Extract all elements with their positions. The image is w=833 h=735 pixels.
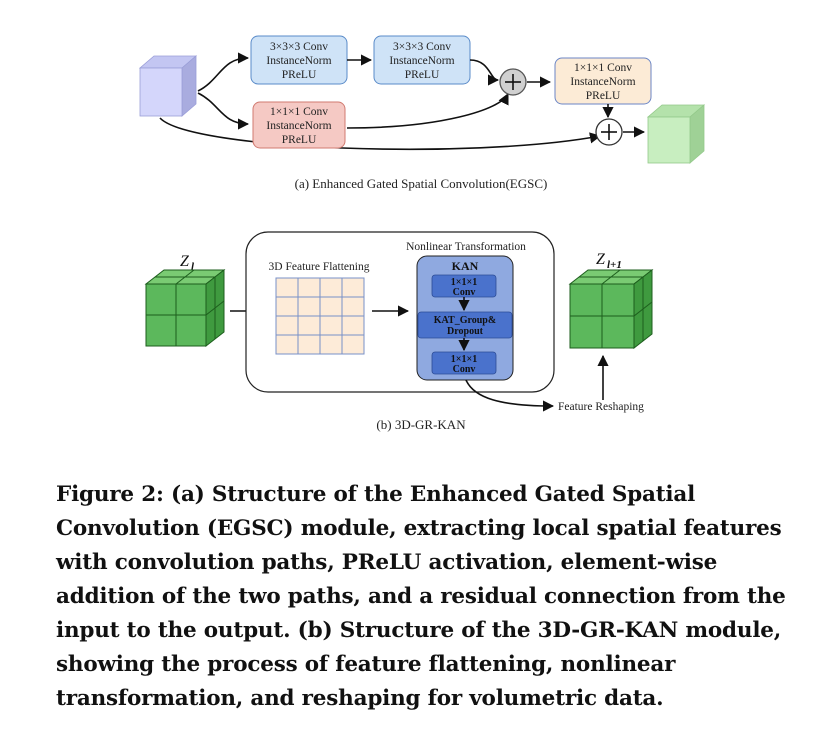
arrow-input-to-conv3a — [197, 52, 250, 92]
z-in-main: Z — [180, 253, 190, 270]
egsc-panel: 3×3×3 Conv InstanceNorm PReLU 3×3×3 Conv… — [138, 35, 706, 191]
conv1b-line3: PReLU — [586, 90, 621, 102]
egsc-caption: (a) Enhanced Gated Spatial Convolution(E… — [295, 176, 548, 191]
conv1b-line2: InstanceNorm — [570, 76, 635, 88]
plus-sum-2 — [595, 118, 623, 146]
arrow-conv1a-to-plus — [346, 92, 509, 129]
kan-caption: (b) 3D-GR-KAN — [376, 417, 466, 432]
conv1a-line3: PReLU — [282, 134, 317, 146]
kan-conv1-line1: 1×1×1 — [451, 277, 477, 288]
residual-connection — [159, 117, 602, 151]
figure-caption: Figure 2: (a) Structure of the Enhanced … — [56, 482, 786, 711]
conv3a-line2: InstanceNorm — [266, 55, 331, 67]
kan-group-line1: KAT_Group& — [434, 315, 496, 326]
kan-block: KAN 1×1×1 Conv KAT_Group& Dropout 1×1×1 … — [416, 255, 514, 381]
input-cube — [138, 55, 198, 117]
kan-conv2-line1: 1×1×1 — [451, 354, 477, 365]
arrow-kan-to-reshape — [465, 379, 555, 412]
kan-conv1-line2: Conv — [453, 287, 476, 298]
arrow-input-to-conv1a — [197, 92, 250, 130]
output-cube — [646, 104, 706, 164]
output-green-cube — [568, 268, 654, 350]
conv1b-line1: 1×1×1 Conv — [574, 62, 632, 74]
z-out-label: Z l+1 — [596, 251, 622, 271]
conv3b-line1: 3×3×3 Conv — [393, 41, 451, 53]
conv3a-line3: PReLU — [282, 69, 317, 81]
flatten-grid — [275, 277, 365, 355]
input-green-cube — [144, 268, 226, 348]
conv3b-line2: InstanceNorm — [389, 55, 454, 67]
z-out-sub: l+1 — [607, 259, 622, 271]
conv3b-line3: PReLU — [405, 69, 440, 81]
kan-group-line2: Dropout — [447, 326, 484, 337]
kan-panel: Z l 3D Feature Flattening Nonlinear Tran… — [144, 231, 654, 432]
conv3-box-a: 3×3×3 Conv InstanceNorm PReLU — [250, 35, 348, 85]
nonlinear-label: Nonlinear Transformation — [406, 241, 526, 253]
arrow-conv3b-to-plus — [469, 59, 500, 86]
conv1a-line2: InstanceNorm — [266, 120, 331, 132]
conv3-box-b: 3×3×3 Conv InstanceNorm PReLU — [373, 35, 471, 85]
conv1a-line1: 1×1×1 Conv — [270, 106, 328, 118]
z-out-main: Z — [596, 251, 606, 268]
conv1-box-beige: 1×1×1 Conv InstanceNorm PReLU — [554, 57, 652, 105]
plus-sum-1 — [499, 68, 527, 96]
z-in-label: Z l — [180, 253, 195, 273]
conv1-box-red: 1×1×1 Conv InstanceNorm PReLU — [252, 101, 346, 149]
reshape-label: Feature Reshaping — [558, 401, 644, 413]
figure-diagram: 3×3×3 Conv InstanceNorm PReLU 3×3×3 Conv… — [138, 35, 706, 432]
kan-group-dropout — [417, 311, 513, 339]
flatten-label: 3D Feature Flattening — [269, 261, 370, 273]
conv3a-line1: 3×3×3 Conv — [270, 41, 328, 53]
z-in-sub: l — [191, 261, 195, 273]
kan-conv-2 — [431, 351, 497, 375]
kan-conv2-line2: Conv — [453, 364, 476, 375]
kan-title: KAN — [452, 259, 479, 273]
